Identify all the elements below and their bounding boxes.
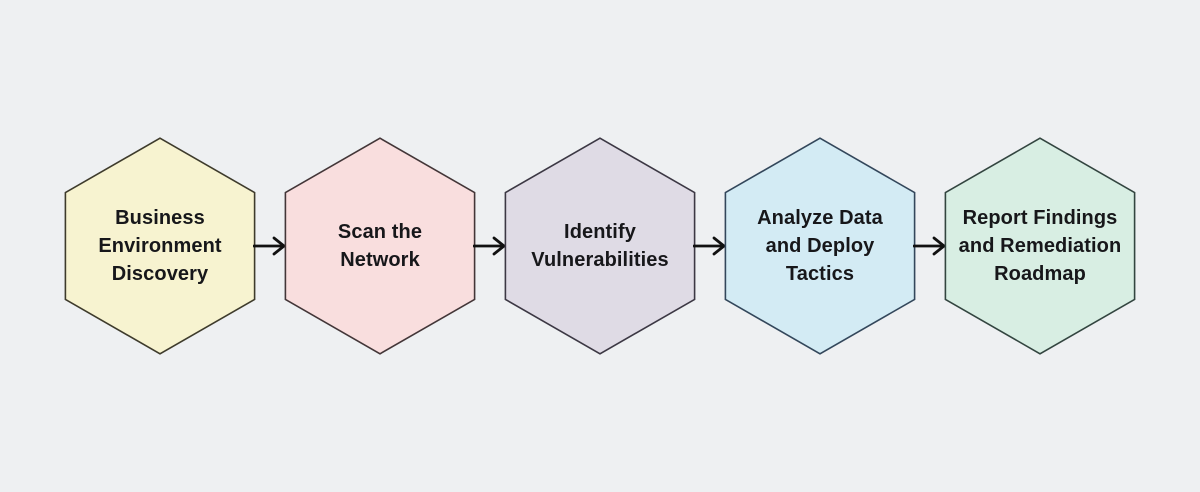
flow-arrow-right-icon: [473, 236, 506, 256]
hexagon-node-scan-the-network: Scan the Network: [284, 137, 476, 355]
flow-arrow-right-icon: [693, 236, 726, 256]
hexagon-shape: [64, 137, 256, 355]
hexagon-node-report-findings-and-remediation-roadmap: Report Findings and Remediation Roadmap: [944, 137, 1136, 355]
hexagon-node-identify-vulnerabilities: Identify Vulnerabilities: [504, 137, 696, 355]
hexagon-node-business-environment-discovery: Business Environment Discovery: [64, 137, 256, 355]
hexagon-outline: [504, 137, 696, 355]
hexagon-outline: [284, 137, 476, 355]
flow-arrow-right-icon: [253, 236, 286, 256]
hexagon-shape: [284, 137, 476, 355]
hexagon-node-analyze-data-and-deploy-tactics: Analyze Data and Deploy Tactics: [724, 137, 916, 355]
hexagon-shape: [504, 137, 696, 355]
hexagon-shape: [944, 137, 1136, 355]
hexagon-outline: [64, 137, 256, 355]
hexagon-outline: [944, 137, 1136, 355]
hexagon-outline: [724, 137, 916, 355]
flow-arrow-right-icon: [913, 236, 946, 256]
hexagon-shape: [724, 137, 916, 355]
